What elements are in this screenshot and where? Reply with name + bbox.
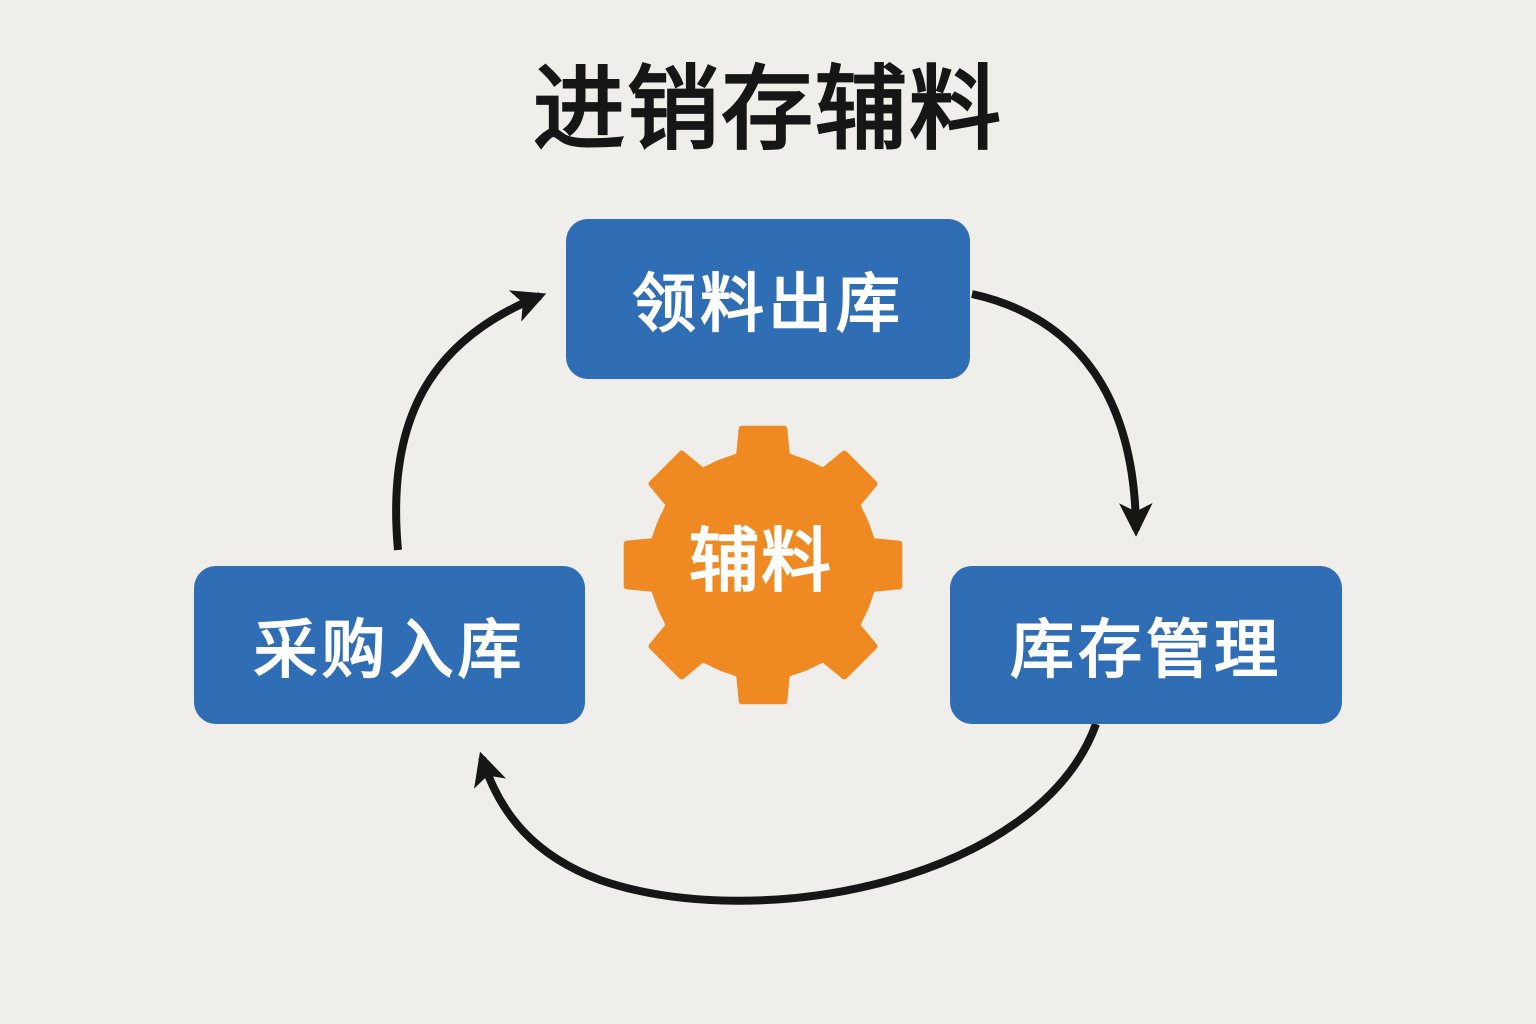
step-inventory-label: 库存管理 (1010, 614, 1282, 688)
step-inventory-box[interactable]: 库存管理 (950, 566, 1342, 724)
arrow-inventory-to-purchase (474, 722, 1100, 905)
arrow-purchase-to-outbound (392, 290, 547, 551)
diagram-title: 进销存辅料 (532, 56, 1003, 163)
step-outbound-box[interactable]: 领料出库 (566, 219, 970, 379)
center-gear: 辅料 (620, 425, 910, 705)
step-purchase-box[interactable]: 采购入库 (194, 566, 585, 724)
gear-icon (623, 425, 903, 705)
step-purchase-label: 采购入库 (253, 614, 526, 688)
center-label: 辅料 (689, 519, 833, 602)
step-outbound-label: 领料出库 (632, 268, 904, 342)
gear-hub (649, 451, 877, 679)
arrow-outbound-to-inventory (971, 290, 1153, 537)
